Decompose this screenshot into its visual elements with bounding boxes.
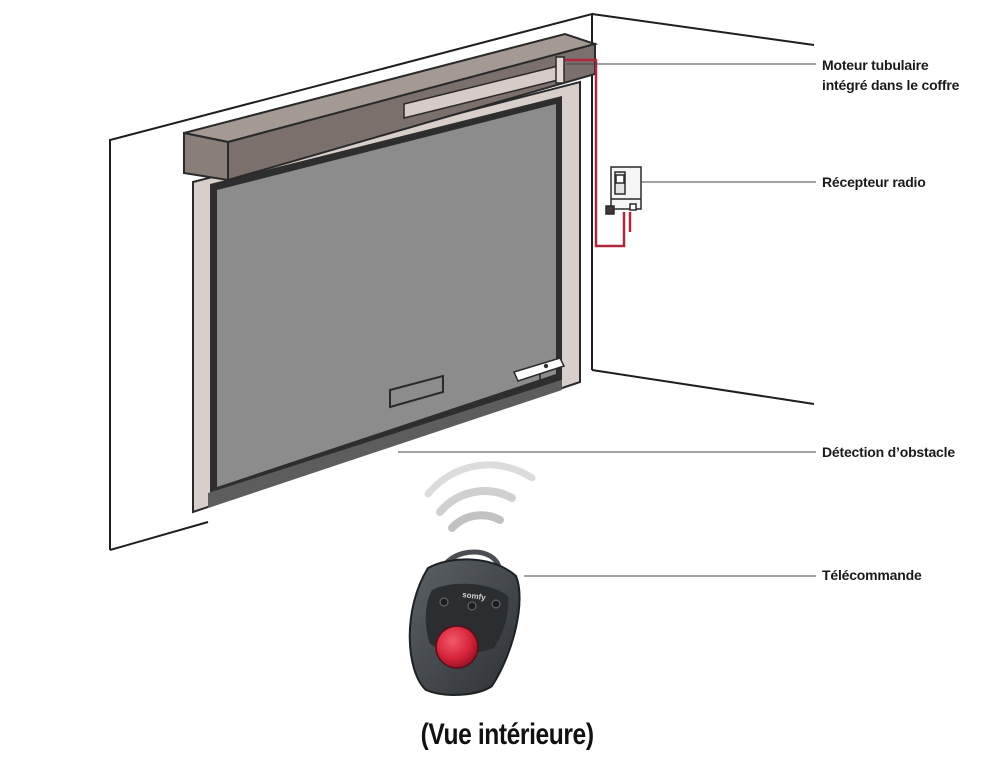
door-handle bbox=[389, 374, 444, 409]
door-bottom-strip bbox=[208, 380, 562, 508]
left-wall-outline bbox=[109, 12, 593, 550]
remote-brand-text: somfy bbox=[462, 590, 487, 602]
door-curtain bbox=[217, 104, 556, 487]
radio-waves-icon bbox=[424, 461, 536, 532]
motor-wire bbox=[565, 58, 626, 248]
floor-left-edge bbox=[109, 521, 209, 551]
remote-button-3 bbox=[491, 599, 501, 609]
obstacle-label: Détection d’obstacle bbox=[822, 444, 955, 460]
remote-main-button bbox=[435, 625, 479, 669]
view-caption: (Vue intérieure) bbox=[420, 718, 594, 751]
floor-corner-line bbox=[591, 369, 815, 405]
motor-label-line1: Moteur tubulaire bbox=[822, 57, 929, 73]
remote-label: Télécommande bbox=[822, 567, 922, 583]
roller-box-front bbox=[183, 131, 229, 182]
garage-walls bbox=[109, 12, 815, 551]
obstacle-sensor bbox=[512, 357, 566, 382]
remote-button-2 bbox=[467, 601, 477, 611]
tubular-motor bbox=[403, 56, 565, 119]
remote-button-1 bbox=[439, 597, 449, 607]
remote-control: somfy bbox=[408, 549, 521, 696]
receiver-label: Récepteur radio bbox=[822, 174, 926, 190]
ceiling-corner-line bbox=[591, 13, 815, 46]
radio-receiver bbox=[605, 166, 642, 215]
motor-label-line2: intégré dans le coffre bbox=[822, 77, 960, 93]
callout-lines bbox=[398, 63, 816, 577]
